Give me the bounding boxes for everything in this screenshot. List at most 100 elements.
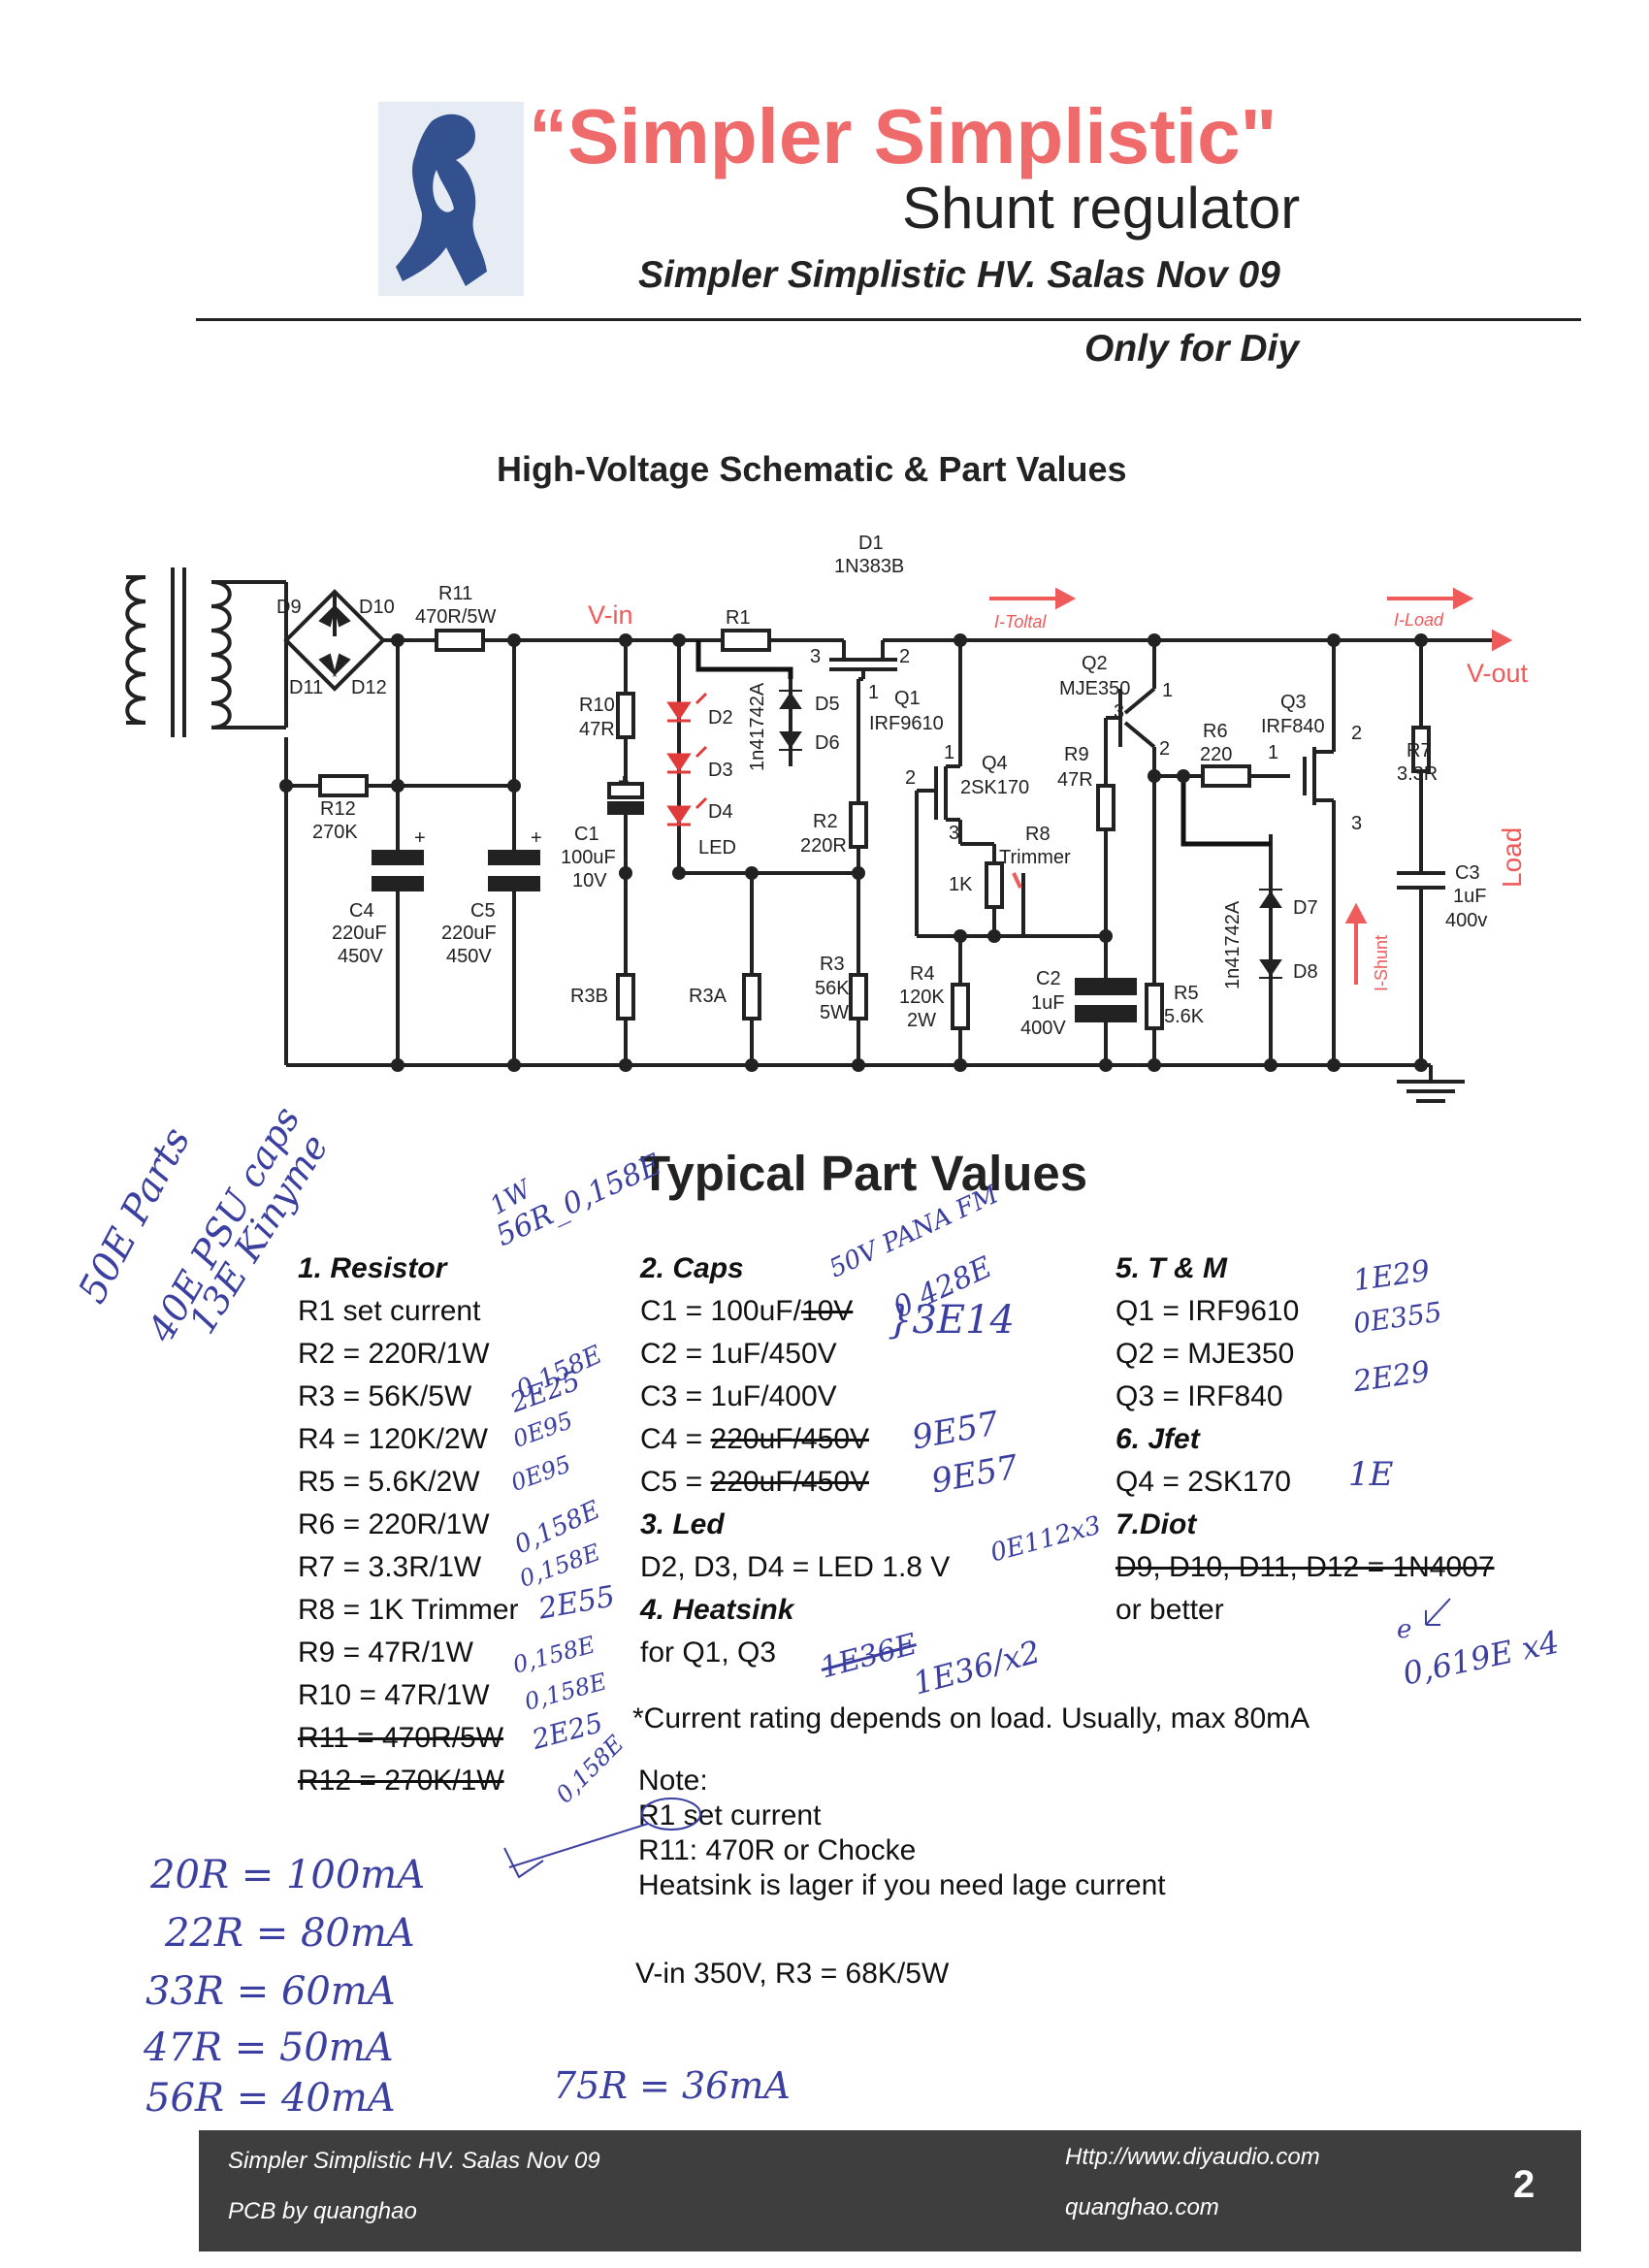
footer-edition: Simpler Simplistic HV. Salas Nov 09 xyxy=(228,2148,600,2174)
r2-value: 220R xyxy=(800,835,847,857)
list-item: R3 = 56K/5W xyxy=(298,1380,472,1412)
parts-title: Typical Part Values xyxy=(640,1146,1088,1201)
c1-prefix: C1 = 100uF/ xyxy=(640,1295,801,1327)
page-number: 2 xyxy=(1513,2163,1536,2206)
c1-value2: 10V xyxy=(572,870,607,891)
list-item: C4 = 220uF/450V xyxy=(640,1418,950,1461)
r5-value: 5.6K xyxy=(1164,1006,1205,1027)
list-item: Q2 = MJE350 xyxy=(1116,1338,1295,1370)
r10-value: 47R xyxy=(579,719,615,740)
q3-pin3: 3 xyxy=(1351,813,1362,834)
d2-label: D2 xyxy=(708,707,733,729)
page-subtitle: Shunt regulator xyxy=(902,176,1301,241)
list-item: Q4 = 2SK170 xyxy=(1116,1466,1291,1498)
c1-value1: 100uF xyxy=(561,847,616,868)
handnote-current: 75R = 36mA xyxy=(553,2064,791,2107)
d3-label: D3 xyxy=(708,760,733,781)
current-note: *Current rating depends on load. Usually… xyxy=(632,1702,1310,1734)
handnote-price: 0,619E x4 xyxy=(1399,1623,1563,1693)
caps-heading: 2. Caps xyxy=(640,1252,744,1284)
footer-link[interactable]: Http://www.diyaudio.com xyxy=(1065,2144,1320,2170)
q4-pin3: 3 xyxy=(949,823,959,844)
r4-value2: 2W xyxy=(907,1010,936,1031)
list-item: R8 = 1K Trimmer xyxy=(298,1594,519,1626)
edition-line: Simpler Simplistic HV. Salas Nov 09 xyxy=(638,254,1280,296)
resistor-heading: 1. Resistor xyxy=(298,1252,447,1284)
q4-part: 2SK170 xyxy=(960,777,1029,798)
handnote-current: 47R = 50mA xyxy=(144,2025,394,2070)
heatsink-heading: 4. Heatsink xyxy=(640,1594,794,1626)
handnote-price: 1E xyxy=(1348,1455,1394,1494)
list-item-struck: R12 = 270K/1W xyxy=(298,1765,504,1797)
handnote-current: 22R = 80mA xyxy=(165,1911,415,1956)
svg-text:+: + xyxy=(531,827,542,849)
r2-label: R2 xyxy=(813,811,838,832)
list-item: C5 = 220uF/450V xyxy=(640,1461,950,1504)
c5-value1: 220uF xyxy=(441,923,497,944)
schematic-title: High-Voltage Schematic & Part Values xyxy=(497,449,1127,489)
diot-heading: 7.Diot xyxy=(1116,1508,1197,1540)
list-item: R2 = 220R/1W xyxy=(298,1338,490,1370)
handnote-price: 2E55 xyxy=(535,1579,618,1627)
q3-pin2: 2 xyxy=(1351,723,1362,744)
footer-pcb: PCB by quanghao xyxy=(228,2198,417,2224)
c1-struck: 10V xyxy=(800,1295,854,1327)
caps-list: 2. Caps C1 = 100uF/10V C2 = 1uF/450V C3 … xyxy=(640,1247,950,1674)
r3a-label: R3A xyxy=(689,986,728,1007)
q3-part: IRF840 xyxy=(1261,716,1325,737)
c3-value2: 400v xyxy=(1445,910,1487,931)
led-heading: 3. Led xyxy=(640,1508,725,1540)
r3-value1: 56K xyxy=(815,978,850,999)
list-item: Q3 = IRF840 xyxy=(1116,1380,1283,1412)
r10-label: R10 xyxy=(579,695,615,716)
page-title: “Simpler Simplistic" xyxy=(529,93,1277,179)
vin-note: V-in 350V, R3 = 68K/5W xyxy=(635,1958,950,1990)
d10-label: D10 xyxy=(359,597,395,618)
r6-value: 220 xyxy=(1200,744,1232,765)
footer-bar: Simpler Simplistic HV. Salas Nov 09 PCB … xyxy=(199,2130,1581,2252)
schematic-diagram: D1 1N383B I-Toltal I-Load V-in V-out Loa… xyxy=(125,533,1529,1103)
handnote-current: 20R = 100mA xyxy=(150,1853,426,1897)
handnote-price: }3E14 xyxy=(888,1298,1015,1343)
note-line: R1 set current xyxy=(638,1799,822,1831)
ishunt-label: I-Shunt xyxy=(1372,935,1391,991)
list-item: Q1 = IRF9610 xyxy=(1116,1295,1300,1327)
r4-value1: 120K xyxy=(899,987,945,1008)
q3-label: Q3 xyxy=(1280,692,1307,713)
note-line: Note: xyxy=(638,1765,708,1797)
q1-part: IRF9610 xyxy=(869,713,944,734)
d1-part: 1N383B xyxy=(834,556,904,577)
q2-pin1: 1 xyxy=(1162,680,1173,701)
r9-value: 47R xyxy=(1057,769,1093,791)
list-item: for Q1, Q3 xyxy=(640,1636,777,1669)
d11-label: D11 xyxy=(289,677,323,698)
r7-value: 3.3R xyxy=(1397,763,1438,785)
list-item: R10 = 47R/1W xyxy=(298,1679,490,1711)
r7-label: R7 xyxy=(1406,740,1432,761)
c5-label: C5 xyxy=(470,900,496,922)
list-item: D2, D3, D4 = LED 1.8 V xyxy=(640,1551,951,1583)
c5-value2: 450V xyxy=(446,946,492,967)
handnote-current: 56R = 40mA xyxy=(146,2076,396,2121)
r11-value: 470R/5W xyxy=(415,606,496,628)
footer-site[interactable]: quanghao.com xyxy=(1065,2194,1219,2220)
c4-label: C4 xyxy=(349,900,374,922)
q1-pin2: 2 xyxy=(899,646,910,667)
q4-label: Q4 xyxy=(982,753,1008,774)
list-item: or better xyxy=(1116,1594,1224,1626)
list-item-struck: D9, D10, D11, D12 = 1N4007 xyxy=(1116,1551,1495,1583)
list-item-struck: R11 = 470R/5W xyxy=(298,1722,504,1754)
vin-label: V-in xyxy=(588,600,633,630)
handnote-price: 0E112x3 xyxy=(987,1510,1105,1569)
r5-label: R5 xyxy=(1174,983,1199,1004)
q2-pin3: 3 xyxy=(1114,701,1124,723)
list-item: C2 = 1uF/450V xyxy=(640,1338,837,1370)
c4-value1: 220uF xyxy=(332,923,387,944)
c3-value1: 1uF xyxy=(1453,886,1486,907)
c4-value2: 450V xyxy=(338,946,383,967)
handnote-current: 33R = 60mA xyxy=(146,1969,396,2014)
vout-label: V-out xyxy=(1467,659,1529,688)
d9-label: D9 xyxy=(276,597,302,618)
d12-label: D12 xyxy=(351,677,387,698)
d1-label: D1 xyxy=(858,533,884,554)
